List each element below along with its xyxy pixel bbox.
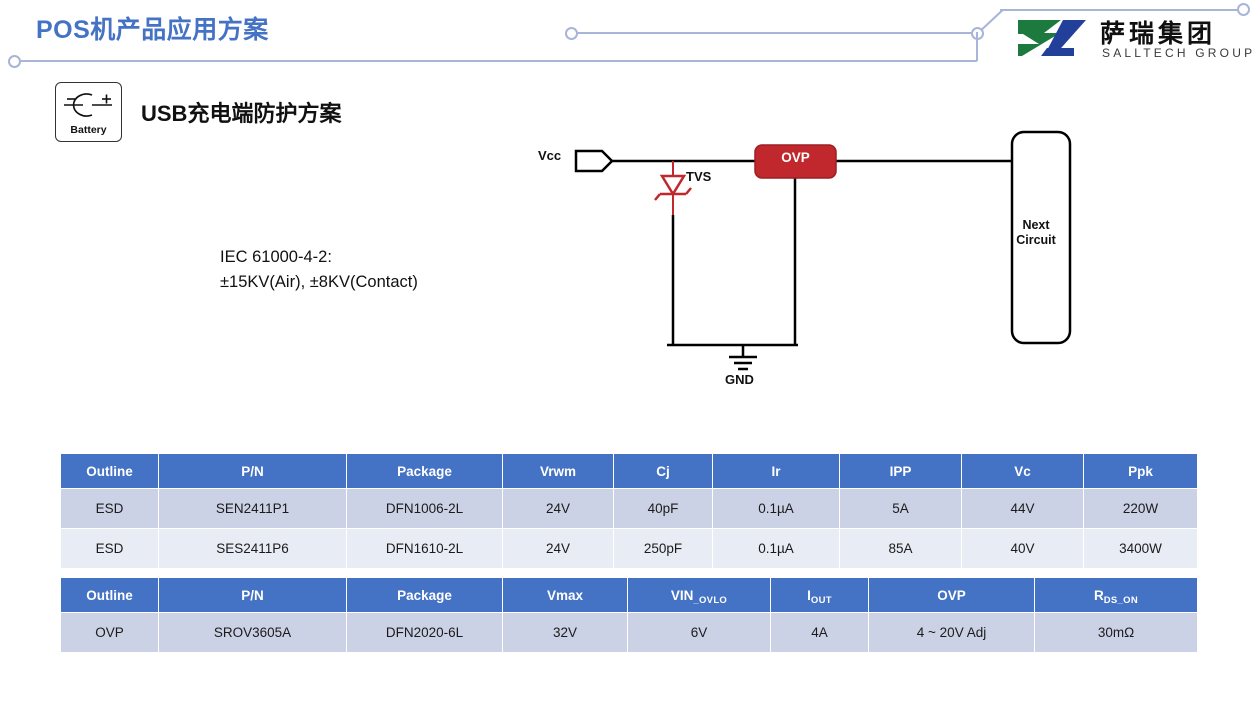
cell-iout: 4A (770, 612, 869, 653)
cell-pn: SEN2411P1 (158, 488, 347, 529)
salltech-logo-icon (1018, 20, 1086, 56)
col-header-ir: Ir (712, 453, 840, 489)
page-title: POS机产品应用方案 (36, 16, 269, 44)
col-header-rds-on: RDS_ON (1034, 577, 1198, 613)
section-subtitle-cn: 充电端防护方案 (187, 101, 342, 127)
deco-line-bottom-riser (976, 32, 978, 61)
cell-cj: 40pF (613, 488, 713, 529)
battery-icon (64, 93, 112, 117)
col-header-ovp: OVP (868, 577, 1035, 613)
cell-cj: 250pF (613, 528, 713, 569)
cell-pn: SROV3605A (158, 612, 347, 653)
table-row: ESD SEN2411P1 DFN1006-2L 24V 40pF 0.1µA … (60, 488, 1198, 529)
gnd-label: GND (725, 372, 754, 387)
deco-line-middle (571, 32, 978, 34)
col-header-outline: Outline (60, 453, 159, 489)
cell-vrwm: 24V (502, 488, 614, 529)
table-row: OVP SROV3605A DFN2020-6L 32V 6V 4A 4 ~ 2… (60, 612, 1198, 653)
col-header-ppk: Ppk (1083, 453, 1198, 489)
cell-vmax: 32V (502, 612, 628, 653)
col-header-vin-sub: _OVLO (693, 594, 728, 606)
cell-ppk: 3400W (1083, 528, 1198, 569)
cell-ir: 0.1µA (712, 528, 840, 569)
deco-line-top (1000, 9, 1243, 11)
cell-ir: 0.1µA (712, 488, 840, 529)
col-header-vrwm: Vrwm (502, 453, 614, 489)
col-header-ipp: IPP (839, 453, 962, 489)
deco-line-bottom (14, 60, 977, 62)
battery-badge: Battery (55, 82, 122, 142)
cell-ovp: 4 ~ 20V Adj (868, 612, 1035, 653)
col-header-rds-sub: DS_ON (1103, 594, 1138, 606)
logo-english-name: SALLTECH GROUP (1102, 46, 1254, 60)
col-header-outline: Outline (60, 577, 159, 613)
cell-package: DFN1610-2L (346, 528, 503, 569)
next-circuit-line1: Next (1022, 218, 1050, 232)
cell-vc: 44V (961, 488, 1084, 529)
col-header-package: Package (346, 577, 503, 613)
deco-circle-top-right (1237, 3, 1250, 16)
cell-vc: 40V (961, 528, 1084, 569)
col-header-cj: Cj (613, 453, 713, 489)
esd-spec-table: Outline P/N Package Vrwm Cj Ir IPP Vc Pp… (60, 453, 1198, 569)
col-header-vc: Vc (961, 453, 1084, 489)
table-header-row: Outline P/N Package Vrwm Cj Ir IPP Vc Pp… (60, 453, 1198, 489)
col-header-iout-sub: OUT (810, 594, 832, 606)
col-header-pn: P/N (158, 577, 347, 613)
col-header-iout: IOUT (770, 577, 869, 613)
cell-outline: ESD (60, 488, 159, 529)
col-header-vmax: Vmax (502, 577, 628, 613)
cell-rds-on: 30mΩ (1034, 612, 1198, 653)
cell-outline: ESD (60, 528, 159, 569)
table-row: ESD SES2411P6 DFN1610-2L 24V 250pF 0.1µA… (60, 528, 1198, 569)
battery-label: Battery (70, 124, 107, 136)
logo-chinese-name: 萨瑞集团 (1100, 19, 1217, 48)
cell-vin-ovlo: 6V (627, 612, 771, 653)
col-header-rds-main: R (1094, 587, 1104, 603)
section-subtitle: USB充电端防护方案 (141, 96, 341, 128)
next-circuit-line2: Circuit (1016, 233, 1056, 247)
cell-ppk: 220W (1083, 488, 1198, 529)
cell-ipp: 5A (839, 488, 962, 529)
next-circuit-label: Next Circuit (1003, 218, 1069, 248)
circuit-diagram: Vcc TVS GND OVP Next Circuit (500, 120, 1120, 410)
deco-circle-bottom-left (8, 55, 21, 68)
spec-note-line2: ±15KV(Air), ±8KV(Contact) (220, 273, 418, 291)
table-header-row: Outline P/N Package Vmax VIN_OVLO IOUT O… (60, 577, 1198, 613)
brand-logo: 萨瑞集团 SALLTECH GROUP (1014, 12, 1252, 66)
ovp-block-label: OVP (781, 150, 810, 165)
deco-circle-middle-left (565, 27, 578, 40)
ovp-spec-table: Outline P/N Package Vmax VIN_OVLO IOUT O… (60, 577, 1198, 653)
section-subtitle-latin: USB (141, 101, 188, 126)
spec-note-line1: IEC 61000-4-2: (220, 248, 332, 266)
cell-pn: SES2411P6 (158, 528, 347, 569)
vcc-label: Vcc (538, 148, 562, 163)
cell-ipp: 85A (839, 528, 962, 569)
col-header-vin-main: VIN (670, 587, 694, 603)
col-header-package: Package (346, 453, 503, 489)
cell-package: DFN2020-6L (346, 612, 503, 653)
col-header-vin-ovlo: VIN_OVLO (627, 577, 771, 613)
cell-package: DFN1006-2L (346, 488, 503, 529)
tvs-label: TVS (686, 169, 712, 184)
esd-spec-note: IEC 61000-4-2: ±15KV(Air), ±8KV(Contact) (220, 245, 418, 295)
col-header-iout-main: I (807, 587, 811, 603)
cell-outline: OVP (60, 612, 159, 653)
col-header-pn: P/N (158, 453, 347, 489)
cell-vrwm: 24V (502, 528, 614, 569)
